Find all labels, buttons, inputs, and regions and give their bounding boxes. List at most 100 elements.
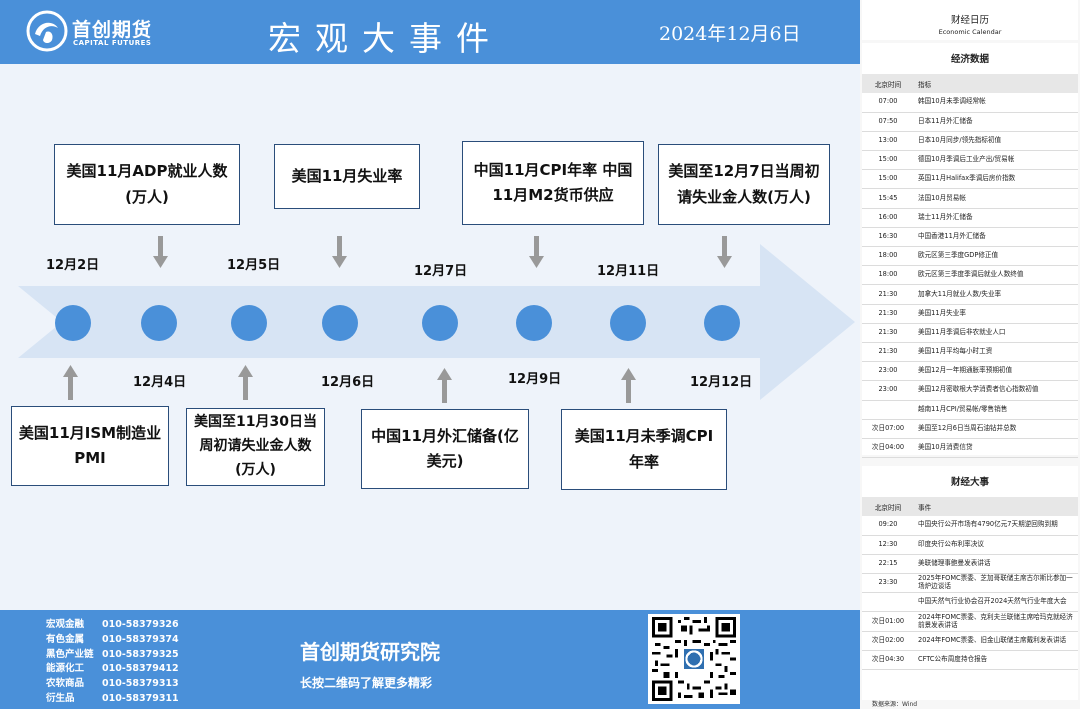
- row-time: 次日07:00: [862, 419, 914, 439]
- event-box-top-4: 美国至12月7日当周初请失业金人数(万人): [658, 144, 830, 225]
- row-text: 越南11月CPI/贸易帐/零售销售: [914, 400, 1078, 420]
- row-text: 韩国10月未季调经常帐: [914, 93, 1078, 113]
- row-time: 次日01:00: [862, 611, 914, 632]
- row-text: 美国至12月6日当周石油钻井总数: [914, 419, 1078, 439]
- report-date: 2024年12月6日: [659, 23, 801, 45]
- row-text: 瑞士11月外汇储备: [914, 208, 1078, 228]
- timeline-node: [704, 305, 740, 341]
- event-box-top-1: 美国11月ADP就业人数(万人): [54, 144, 240, 225]
- header-bar: 首创期货 CAPITAL FUTURES 宏观大事件 2024年12月6日: [0, 0, 860, 64]
- row-text: 2024年FOMC票委、克利夫兰联储主席哈玛克就经济前景发表讲话: [914, 611, 1078, 632]
- calendar-sidebar: 财经日历 Economic Calendar 经济数据 北京时间指标 07:00…: [860, 0, 1080, 709]
- row-time: 21:30: [862, 304, 914, 324]
- date-label: 12月12日: [690, 375, 753, 390]
- date-label: 12月2日: [46, 258, 100, 273]
- date-label: 12月7日: [414, 264, 468, 279]
- row-time: 07:00: [862, 93, 914, 113]
- timeline-node: [322, 305, 358, 341]
- down-arrows: [153, 236, 732, 268]
- row-time: 23:00: [862, 380, 914, 401]
- row-time: 18:00: [862, 265, 914, 286]
- up-arrows: [63, 365, 636, 403]
- calendar-title: 财经日历: [950, 15, 989, 26]
- institute-name: 首创期货研究院: [300, 640, 440, 664]
- qr-code-graphic: [652, 617, 736, 701]
- up-arrow-icon: [63, 365, 78, 400]
- row-text: 美国11月平均每小时工资: [914, 342, 1078, 363]
- row-time: 21:30: [862, 284, 914, 305]
- row-text: 美国11月失业率: [914, 304, 1078, 324]
- row-text: 中国香港11月外汇储备: [914, 227, 1078, 248]
- timeline-node: [610, 305, 646, 341]
- event-box-bottom-1: 美国11月ISM制造业PMI: [11, 406, 169, 486]
- event-box-bottom-3: 中国11月外汇储备(亿美元): [361, 409, 529, 489]
- event-box-bottom-4: 美国11月未季调CPI年率: [561, 409, 727, 490]
- row-text: 美国10月消费信贷: [914, 438, 1078, 459]
- row-time: 15:00: [862, 150, 914, 171]
- row-time: 13:00: [862, 131, 914, 152]
- data-source: 数据来源：Wind: [872, 701, 918, 708]
- row-text: CFTC公布周度持仓报告: [914, 650, 1078, 671]
- date-label: 12月4日: [133, 375, 187, 390]
- row-text: 中国央行公开市场有4790亿元7天期逆回购到期: [914, 516, 1078, 536]
- timeline-nodes: [55, 305, 740, 341]
- down-arrow-icon: [529, 236, 544, 268]
- econ-section-title: 经济数据: [950, 54, 989, 65]
- event-box-top-3: 中国11月CPI年率 中国11月M2货币供应: [462, 141, 644, 225]
- row-time: 次日04:00: [862, 438, 914, 459]
- row-text: 2025年FOMC票委、芝加哥联储主席古尔斯比参加一场炉边谈话: [914, 573, 1078, 594]
- row-time: 次日02:00: [862, 631, 914, 651]
- calendar-header: 财经日历 Economic Calendar: [862, 0, 1078, 40]
- capital-futures-logo-icon: [26, 10, 68, 52]
- row-text: 欧元区第三季度季调后就业人数终值: [914, 265, 1078, 286]
- row-text: 美联储理事鲍曼发表讲话: [914, 554, 1078, 575]
- date-label: 12月11日: [597, 264, 660, 279]
- row-time: 15:00: [862, 169, 914, 190]
- events-section-title: 财经大事: [950, 477, 989, 488]
- row-text: 德国10月季调后工业产出/贸易帐: [914, 150, 1078, 171]
- down-arrow-icon: [332, 236, 347, 268]
- timeline-node: [231, 305, 267, 341]
- row-time: 23:00: [862, 361, 914, 382]
- col-indicator: 指标: [914, 74, 1078, 93]
- page-title: 宏观大事件: [268, 19, 503, 58]
- row-text: 欧元区第三季度GDP修正值: [914, 246, 1078, 267]
- row-text: 日本10月同步/领先指标初值: [914, 131, 1078, 152]
- row-time: 15:45: [862, 188, 914, 209]
- row-time: 22:15: [862, 554, 914, 575]
- logo-text-cn: 首创期货: [72, 19, 153, 41]
- row-time: 21:30: [862, 342, 914, 363]
- timeline: 美国11月ADP就业人数(万人) 美国11月失业率 中国11月CPI年率 中国1…: [0, 64, 860, 610]
- calendar-subtitle: Economic Calendar: [938, 28, 1002, 36]
- date-label: 12月5日: [227, 258, 281, 273]
- timeline-node: [141, 305, 177, 341]
- row-time: [862, 592, 914, 613]
- row-text: 美国11月季调后非农就业人口: [914, 323, 1078, 343]
- row-text: 日本11月外汇储备: [914, 112, 1078, 132]
- qr-code-icon[interactable]: [648, 614, 740, 704]
- table-row: 中国天然气行业协会召开2024天然气行业年度大会: [862, 592, 1078, 613]
- row-text: 法国10月贸易帐: [914, 188, 1078, 209]
- row-time: 23:30: [862, 573, 914, 594]
